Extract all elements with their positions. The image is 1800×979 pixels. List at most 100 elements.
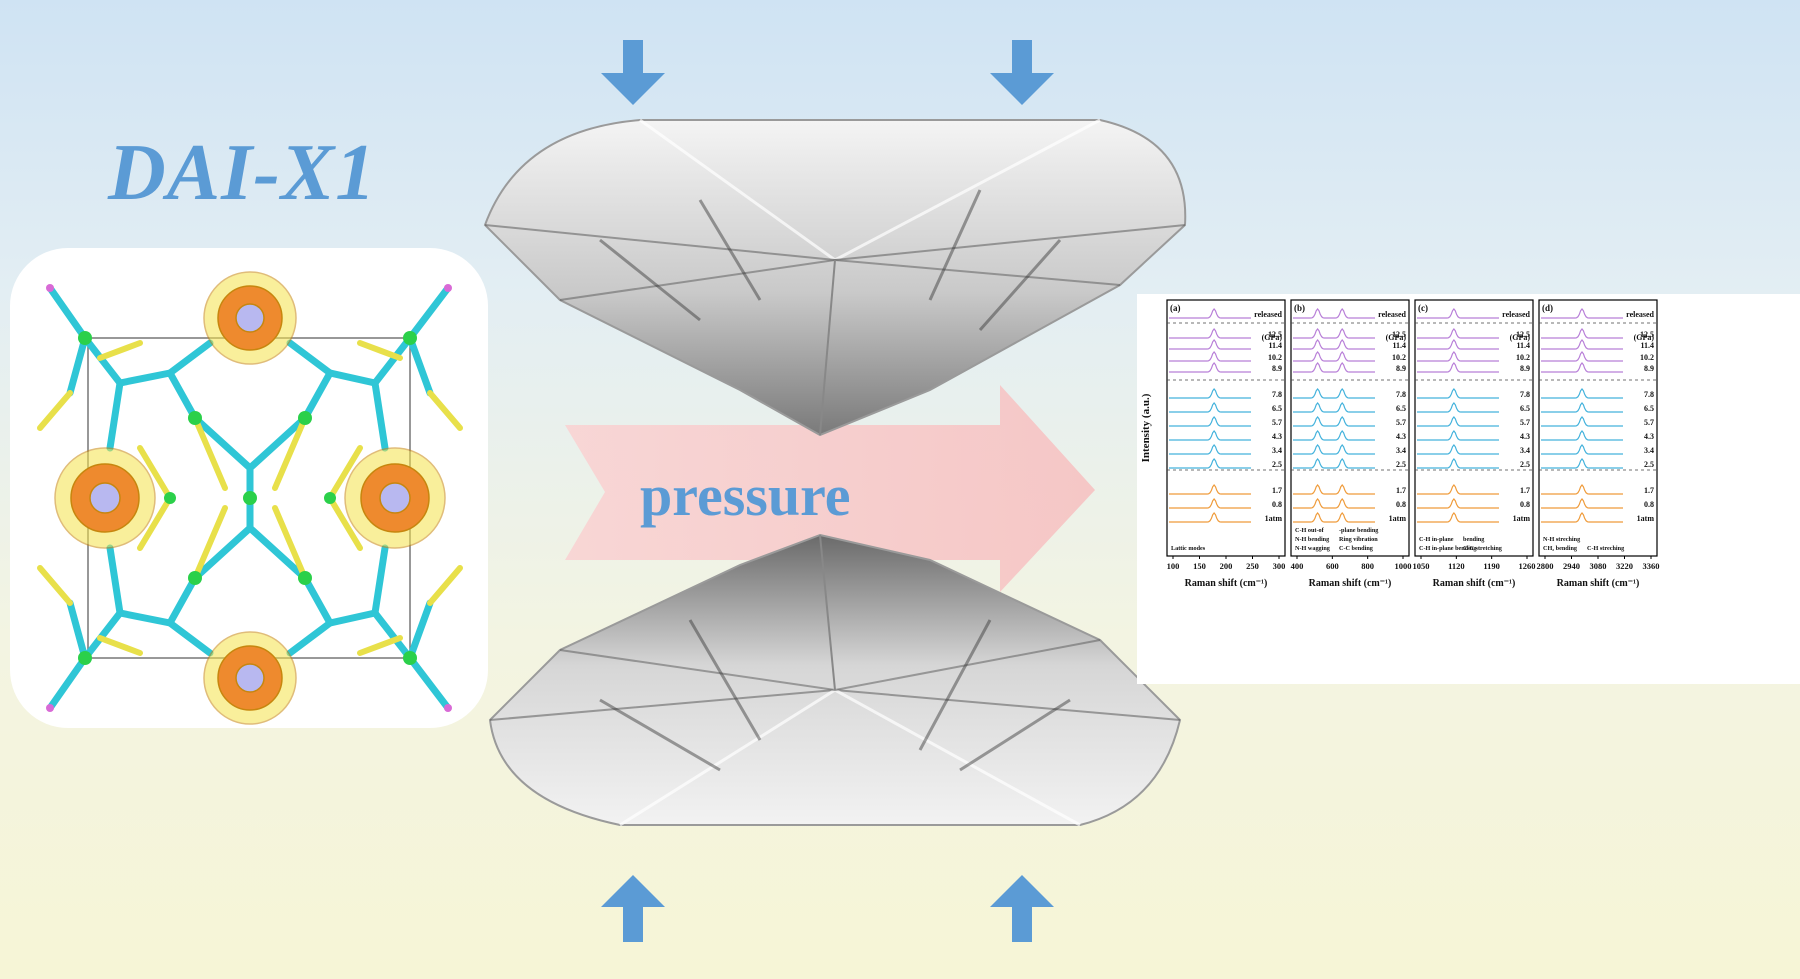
- series-line: [1417, 351, 1499, 362]
- pressure-unit: (GPa): [1262, 333, 1283, 342]
- pressure-label: 6.5: [1520, 404, 1530, 413]
- pressure-label: 0.8: [1520, 500, 1530, 509]
- tick-label: 3360: [1643, 561, 1660, 571]
- pressure-label: 1atm: [1389, 514, 1407, 523]
- pressure-label: 4.3: [1396, 432, 1406, 441]
- series-line: [1417, 498, 1499, 509]
- series-line: [1417, 416, 1499, 427]
- pressure-label: 6.5: [1396, 404, 1406, 413]
- series-line: [1417, 339, 1499, 350]
- down-arrow-icon: [601, 40, 665, 105]
- pressure-label: 8.9: [1520, 364, 1530, 373]
- series-line: [1169, 512, 1251, 523]
- tick-label: 2800: [1537, 561, 1554, 571]
- annotation-label: N-H streching: [1543, 536, 1581, 543]
- series-line: [1169, 484, 1251, 495]
- pressure-label: 6.5: [1644, 404, 1654, 413]
- pressure-label: 7.8: [1272, 390, 1282, 399]
- series-line: [1169, 416, 1251, 427]
- series-line: [1169, 351, 1251, 362]
- pressure-label: 8.9: [1396, 364, 1406, 373]
- pressure-label: 1.7: [1520, 486, 1530, 495]
- pressure-label: 8.9: [1272, 364, 1282, 373]
- series-line: [1293, 444, 1375, 455]
- series-line: [1541, 498, 1623, 509]
- pressure-label: 10.2: [1268, 353, 1282, 362]
- pressure-label: 1.7: [1272, 486, 1282, 495]
- annotation-label: -plane bending: [1339, 527, 1379, 534]
- annotation-label: C-H out-of: [1295, 527, 1325, 534]
- series-line: [1417, 402, 1499, 413]
- series-line: [1541, 339, 1623, 350]
- pressure-label: 4.3: [1644, 432, 1654, 441]
- tick-label: 250: [1246, 561, 1259, 571]
- annotation-label: bending: [1463, 536, 1485, 543]
- x-axis-label: Raman shift (cm⁻¹): [1309, 578, 1392, 589]
- annotation-label: Lattic modes: [1171, 545, 1206, 552]
- series-line: [1169, 362, 1251, 373]
- series-line: [1169, 430, 1251, 441]
- series-line: [1293, 308, 1375, 319]
- annotation-label: C-C stretching: [1463, 545, 1503, 552]
- series-line: [1417, 444, 1499, 455]
- pressure-label: 12.5: [1516, 330, 1530, 339]
- tick-label: 2940: [1563, 561, 1580, 571]
- tick-label: 100: [1167, 561, 1180, 571]
- pressure-unit: (GPa): [1510, 333, 1531, 342]
- diamond-anvil-icon: [488, 533, 1182, 827]
- pressure-label: 6.5: [1272, 404, 1282, 413]
- series-line: [1293, 430, 1375, 441]
- pressure-label: 0.8: [1644, 500, 1654, 509]
- series-line: [1417, 458, 1499, 469]
- series-line: [1417, 308, 1499, 319]
- up-arrow-icon: [990, 875, 1054, 942]
- pressure-label: 11.4: [1392, 341, 1406, 350]
- crystal-structure-panel: [10, 248, 488, 728]
- series-line: [1293, 339, 1375, 350]
- tick-label: 1260: [1519, 561, 1536, 571]
- series-line: [1169, 328, 1251, 339]
- series-line: [1293, 484, 1375, 495]
- pressure-label: 0.8: [1396, 500, 1406, 509]
- pressure-label: 2.5: [1272, 460, 1282, 469]
- y-axis-label: Intensity (a.u.): [1140, 393, 1152, 462]
- pressure-label: 12.5: [1268, 330, 1282, 339]
- tick-label: 150: [1193, 561, 1206, 571]
- pressure-label: 3.4: [1520, 446, 1530, 455]
- series-line: [1541, 388, 1623, 399]
- page-title: DAI-X1: [108, 129, 377, 217]
- pressure-label: released: [1502, 310, 1530, 319]
- pressure-label: 4.3: [1520, 432, 1530, 441]
- pressure-label: released: [1378, 310, 1406, 319]
- series-line: [1541, 444, 1623, 455]
- panel-id: (c): [1418, 303, 1428, 313]
- pressure-label: 0.8: [1272, 500, 1282, 509]
- cluster-group: [54, 271, 446, 725]
- tick-label: 600: [1326, 561, 1339, 571]
- pressure-label: 11.4: [1268, 341, 1282, 350]
- pressure-label: released: [1254, 310, 1282, 319]
- diamond-anvil-icon: [483, 118, 1187, 437]
- pressure-label: 3.4: [1396, 446, 1406, 455]
- series-line: [1169, 308, 1251, 319]
- series-line: [1293, 388, 1375, 399]
- series-line: [1293, 362, 1375, 373]
- pressure-label: 7.8: [1644, 390, 1654, 399]
- series-line: [1541, 484, 1623, 495]
- series-line: [1293, 458, 1375, 469]
- panel-frame: [1414, 299, 1534, 557]
- pressure-label: 1atm: [1265, 514, 1283, 523]
- series-line: [1169, 339, 1251, 350]
- pressure-label: 8.9: [1644, 364, 1654, 373]
- crystal-structure-icon: [37, 271, 463, 725]
- series-line: [1293, 328, 1375, 339]
- series-line: [1293, 351, 1375, 362]
- panel-frame: [1290, 299, 1410, 557]
- annotation-label: CH₂ bending: [1543, 545, 1578, 552]
- x-axis-label: Raman shift (cm⁻¹): [1557, 578, 1640, 589]
- pressure-label: 7.8: [1520, 390, 1530, 399]
- series-line: [1541, 351, 1623, 362]
- tick-label: 1190: [1483, 561, 1500, 571]
